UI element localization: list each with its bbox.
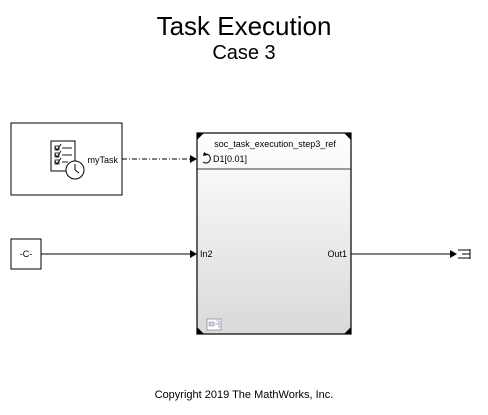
diagram-title: Task Execution — [156, 11, 332, 41]
constant-label: -C- — [20, 249, 33, 259]
terminator-icon[interactable] — [458, 249, 471, 259]
model-reference-icon — [206, 318, 222, 331]
copyright-text: Copyright 2019 The MathWorks, Inc. — [154, 389, 334, 401]
diagram-subtitle: Case 3 — [212, 42, 276, 64]
model-reference-block[interactable]: soc_task_execution_step3_ref D1[0.01] In… — [196, 132, 352, 335]
task-manager-port-label: myTask — [87, 155, 118, 165]
input-port-label: In2 — [200, 249, 213, 259]
event-signal-line[interactable] — [122, 155, 197, 163]
constant-block[interactable]: -C- — [10, 238, 42, 270]
output-signal-line[interactable] — [351, 250, 457, 258]
circular-arrow-icon — [202, 152, 211, 164]
output-port-label: Out1 — [327, 249, 347, 259]
input-signal-line[interactable] — [41, 250, 197, 258]
task-list-clock-icon — [50, 140, 85, 180]
event-port-label: D1[0.01] — [213, 154, 247, 164]
task-manager-block[interactable]: myTask — [10, 122, 123, 196]
model-reference-name: soc_task_execution_step3_ref — [214, 139, 336, 149]
